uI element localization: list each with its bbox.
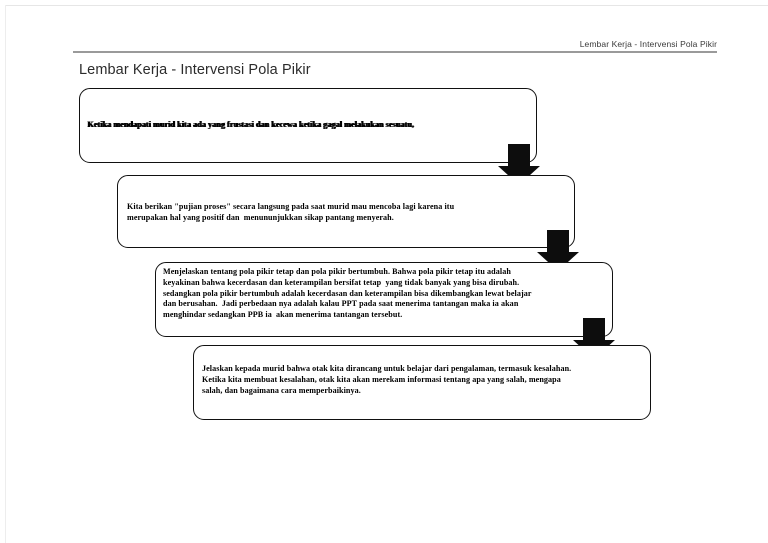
page-title: Lembar Kerja - Intervensi Pola Pikir	[79, 62, 311, 78]
flow-step-1-box[interactable]: Ketika mendapati murid kita ada yang fru…	[79, 88, 537, 163]
flow-step-3-box[interactable]: Menjelaskan tentang pola pikir tetap dan…	[155, 262, 613, 337]
page-edge-top	[6, 5, 768, 6]
flow-step-4-box[interactable]: Jelaskan kepada murid bahwa otak kita di…	[193, 345, 651, 420]
flow-step-1-text: Ketika mendapati murid kita ada yang fru…	[88, 120, 415, 129]
flow-step-2-box[interactable]: Kita berikan "pujian proses" secara lang…	[117, 175, 575, 248]
flow-step-4-text: Jelaskan kepada murid bahwa otak kita di…	[202, 364, 574, 395]
header-divider	[73, 51, 717, 53]
flow-step-1-text-stack: Ketika mendapati murid kita ada yang fru…	[87, 120, 528, 140]
flow-step-3-text: Menjelaskan tentang pola pikir tetap dan…	[163, 267, 534, 319]
page-edge-left	[5, 5, 6, 543]
flow-step-1-text-overlay: Ketika mendapati murid kita ada yang fru…	[87, 120, 414, 129]
flow-step-2-text: Kita berikan "pujian proses" secara lang…	[127, 202, 457, 222]
running-header: Lembar Kerja - Intervensi Pola Pikir	[579, 39, 717, 49]
